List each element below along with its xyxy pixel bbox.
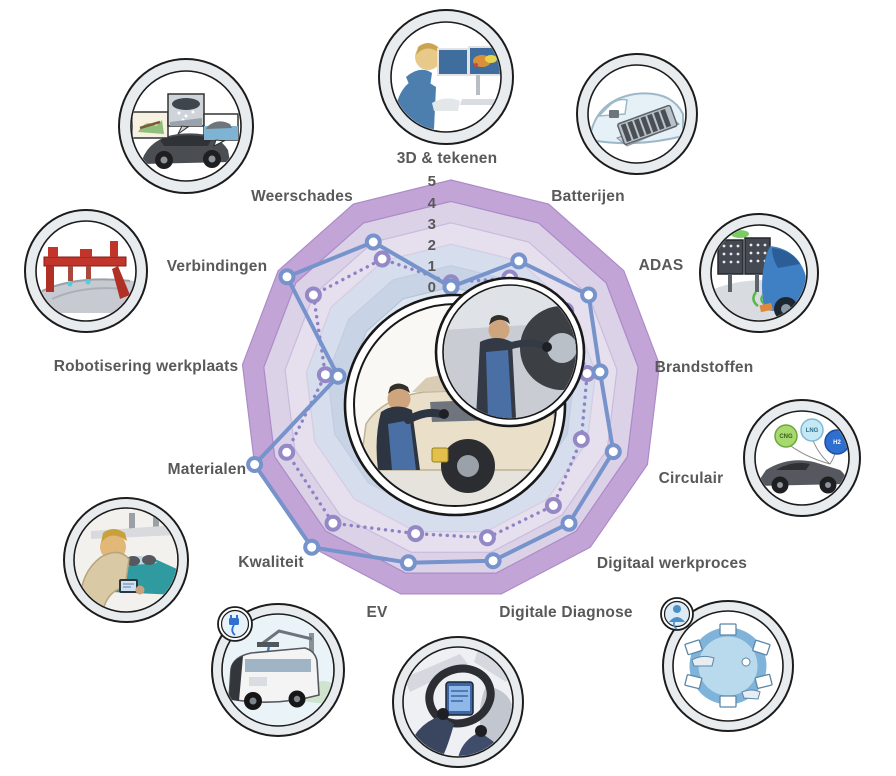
cad-workstation-icon [378,9,514,145]
solid-line-series-marker-10 [329,367,347,385]
digital-workflow-icon [660,597,794,732]
balloon-label-h2: H2 [833,440,841,446]
welding-robot-icon [24,209,148,333]
radar-band-4-5 [241,179,661,595]
category-label-3d-tekenen: 3D & tekenen [396,150,498,167]
illustration-kwaliteit [61,495,191,630]
illustration-digitale-diagnose [390,634,526,775]
illustration-3d-tekenen [376,7,516,152]
illustration-adas [698,212,820,339]
category-label-digitale-diagnose: Digitale Diagnose [499,604,633,621]
dotted-line-series-marker-6 [478,529,496,547]
solid-line-series-marker-9 [246,456,264,473]
dotted-line-series-marker-9 [278,443,296,461]
balloon-label-lng: LNG [806,428,819,434]
category-label-batterijen: Batterijen [551,188,625,205]
solid-line-series-marker-6 [484,552,502,570]
dotted-line-series-marker-4 [572,430,590,448]
illustration-brandstoffen: CNG LNG H2 [742,398,862,523]
category-label-circulair: Circulair [658,470,724,487]
illustration-weerschades [116,56,256,201]
tick-5: 5 [428,173,436,190]
dotted-line-series-marker-8 [324,514,342,532]
category-label-weerschades: Weerschades [251,188,353,205]
radial-axis-ticks: 5 4 3 2 1 0 [428,173,437,296]
category-label-verbindingen: Verbindingen [166,258,268,275]
solid-line-series-line [252,240,616,565]
solid-line-series-marker-8 [303,538,321,556]
solid-line-series-marker-2 [580,286,598,304]
category-label-brandstoffen: Brandstoffen [654,359,754,376]
category-label-materialen: Materialen [167,461,247,478]
dotted-line-series-marker-11 [304,286,322,304]
category-label-robotisering-werkplaats: Robotisering werkplaats [53,358,239,375]
solid-line-series-marker-5 [560,514,578,532]
illustration-digitaal-werkproces [658,596,794,737]
category-label-adas: ADAS [638,257,684,274]
tick-0: 0 [428,279,436,296]
adas-calibration-icon [699,213,819,333]
illustration-ev [209,601,347,744]
solid-line-series-marker-11 [278,268,296,286]
solid-line-series-marker-12 [364,233,382,251]
quality-inspection-icon [63,497,189,623]
tick-3: 3 [428,216,436,233]
balloon-label-cng: CNG [779,434,793,440]
tick-4: 4 [428,195,437,212]
electric-bus-charging-icon [211,603,345,737]
alternative-fuels-icon: CNG LNG H2 [743,399,861,517]
category-label-ev: EV [366,604,388,621]
solid-line-series-marker-1 [510,252,528,270]
dotted-line-series-marker-7 [407,525,425,543]
category-label-kwaliteit: Kwaliteit [238,554,304,571]
solid-line-series-marker-3 [591,363,609,381]
ev-battery-icon [576,53,698,175]
category-label-digitaal-werkproces: Digitaal werkproces [596,555,748,572]
steering-wheel-diagnostics-icon [392,636,524,768]
illustration-robotisering-werkplaats [22,207,150,340]
illustration-batterijen [575,52,699,181]
dotted-line-series-marker-12 [373,250,391,268]
dotted-line-series-marker-5 [544,497,562,514]
tick-1: 1 [428,258,436,275]
solid-line-series-marker-4 [604,443,622,461]
tick-2: 2 [428,237,436,254]
solid-line-series-marker-7 [399,554,417,572]
center-illustration-mechanics-icon [343,276,586,517]
solid-line-series-marker-0 [442,278,460,296]
dotted-line-series-line [284,257,589,540]
weather-damage-icon [118,58,254,194]
